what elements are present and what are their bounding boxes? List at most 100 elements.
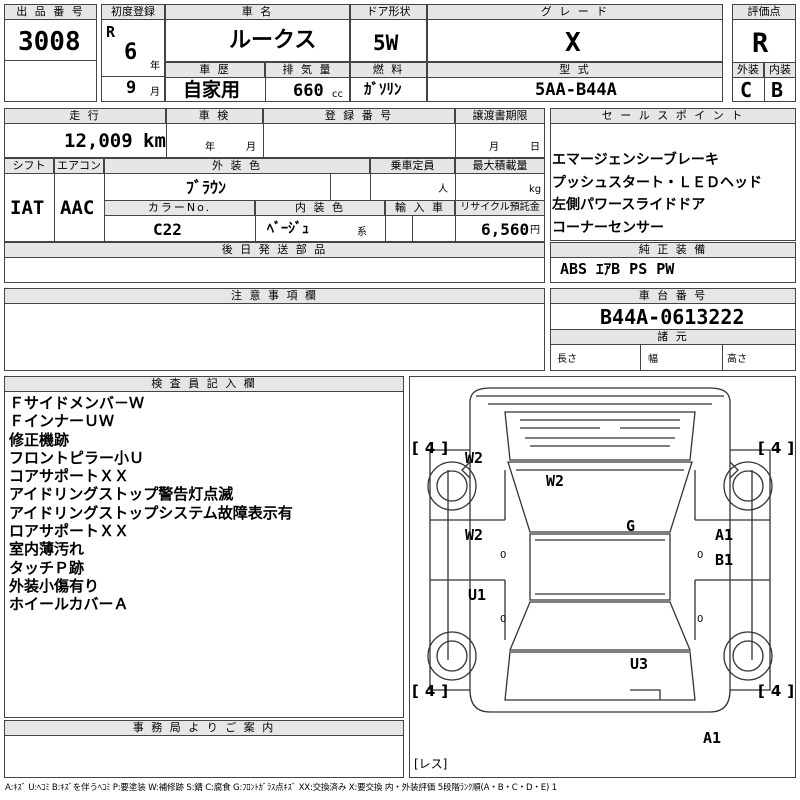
damage-mark: B1 xyxy=(715,551,734,569)
tire-rear-left: [4] xyxy=(412,682,449,700)
car-name: ルークス xyxy=(229,28,317,53)
grade-header: グ レ ー ド xyxy=(427,4,723,20)
inspector-note: ホイールカバーＡ xyxy=(9,595,129,614)
chassis-header: 車 台 番 号 xyxy=(550,288,796,304)
inspection-year-unit: 年 xyxy=(205,142,215,153)
recycle-fee: 6,560 xyxy=(481,220,530,239)
fuel-type: ｶﾞｿﾘﾝ xyxy=(364,80,402,98)
diagram-zero: 0 xyxy=(500,614,507,625)
legend-text: A:ｷｽﾞ U:ﾍｺﾐ B:ｷｽﾞを伴うﾍｺﾐ P:要塗装 W:補修跡 S:錆 … xyxy=(5,783,557,793)
inspector-notes-list: Ｆサイドメンバ－Ｗ ＦインナーＵＷ 修正機跡 フロントピラー小Ｕ コアサポートＸ… xyxy=(9,394,293,614)
damage-mark: A1 xyxy=(703,729,722,747)
notes-header: 注 意 事 項 欄 xyxy=(4,288,545,304)
mileage-value: 12,009 xyxy=(64,130,133,152)
registration-month: 9 xyxy=(126,78,137,98)
inspector-note: アイドリングストップ警告灯点滅 xyxy=(9,485,234,504)
office-notice-header: 事 務 局 よ り ご 案 内 xyxy=(4,720,404,736)
interior-color: ﾍﾞｰｼﾞｭ xyxy=(267,221,309,237)
inspector-note: コアサポートＸＸ xyxy=(9,467,130,486)
load-unit: kg xyxy=(529,184,542,195)
divider xyxy=(255,216,256,242)
inspector-note: 外装小傷有り xyxy=(9,576,100,595)
import-header: 輸 入 車 xyxy=(385,200,455,216)
equipment-header: 純 正 装 備 xyxy=(550,242,796,258)
displacement-unit: cc xyxy=(332,89,343,100)
inspector-notes-header: 検 査 員 記 入 欄 xyxy=(4,376,404,392)
door-type: 5W xyxy=(373,31,399,55)
month-unit: 月 xyxy=(150,87,160,98)
transfer-month-unit: 月 xyxy=(489,142,499,153)
rating-header: 評価点 xyxy=(732,4,796,20)
diagram-zero: 0 xyxy=(697,550,704,561)
divider xyxy=(4,60,97,61)
inspector-note: タッチＰ跡 xyxy=(9,558,85,577)
inspector-note: ロアサポートＸＸ xyxy=(9,522,130,541)
damage-mark: W2 xyxy=(465,526,484,544)
divider xyxy=(722,345,723,371)
diagram-zero: 0 xyxy=(500,550,507,561)
damage-mark: U1 xyxy=(468,586,487,604)
inspector-note: ＦインナーＵＷ xyxy=(9,412,115,431)
max-load-header: 最大積載量 xyxy=(455,158,545,174)
inspector-note: アイドリングストップシステム故障表示有 xyxy=(9,503,293,522)
registration-number-header: 登 録 番 号 xyxy=(263,108,455,124)
ac-type: AAC xyxy=(60,197,95,219)
transfer-day-unit: 日 xyxy=(530,142,540,153)
exterior-header: 外装 xyxy=(732,62,764,78)
recycle-header: リサイクル預託金 xyxy=(455,200,545,216)
interior-color-header: 内 装 色 xyxy=(255,200,385,216)
divider xyxy=(370,174,371,200)
divider xyxy=(412,216,413,242)
shift-type: IAT xyxy=(10,197,45,219)
specs-header: 諸 元 xyxy=(550,329,796,345)
exterior-color: ﾌﾞﾗｳﾝ xyxy=(186,178,227,197)
divider xyxy=(265,78,266,102)
color-header: 外 装 色 xyxy=(104,158,370,174)
shift-header: シフト xyxy=(4,158,54,174)
sales-point-item: 左側パワースライドドア xyxy=(552,197,706,213)
equipment-list: ABS ｴｱB PS PW xyxy=(560,260,675,278)
divider xyxy=(385,216,386,242)
sales-point-item: エマージェンシーブレーキ xyxy=(552,152,719,168)
later-parts-header: 後 日 発 送 部 品 xyxy=(4,242,545,258)
damage-mark: G xyxy=(626,517,636,535)
divider xyxy=(640,345,641,371)
spare-tire: [レス] xyxy=(414,757,448,771)
interior-header: 内装 xyxy=(764,62,796,78)
sales-point-item: プッシュスタート・ＬＥＤヘッド xyxy=(552,175,762,191)
divider xyxy=(330,174,331,200)
damage-mark: U3 xyxy=(630,655,649,673)
inspection-month-unit: 月 xyxy=(246,142,256,153)
color-no-header: カラーNo. xyxy=(104,200,255,216)
first-registration-header: 初度登録 xyxy=(101,4,165,20)
divider xyxy=(166,124,167,158)
overall-rating: R xyxy=(752,28,769,59)
damage-mark: W2 xyxy=(465,449,484,467)
mileage-header: 走 行 xyxy=(4,108,166,124)
divider xyxy=(101,76,165,77)
tire-rear-right: [4] xyxy=(758,682,795,700)
divider xyxy=(54,174,55,242)
tire-front-left: [4] xyxy=(412,439,449,457)
spec-length-label: 長さ xyxy=(557,354,577,365)
spec-width-label: 幅 xyxy=(648,354,658,365)
car-name-header: 車 名 xyxy=(165,4,350,20)
lot-number-header: 出 品 番 号 xyxy=(4,4,97,20)
damage-mark: A1 xyxy=(715,526,734,544)
spec-height-label: 高さ xyxy=(727,354,747,365)
tire-front-right: [4] xyxy=(758,439,795,457)
divider xyxy=(764,78,765,102)
era-label: R xyxy=(106,23,116,41)
history-header: 車 歴 xyxy=(165,62,265,78)
damage-mark: W2 xyxy=(546,472,565,490)
inspector-note: 修正機跡 xyxy=(9,430,70,449)
divider xyxy=(263,124,264,158)
model-code: 5AA-B44A xyxy=(535,80,617,100)
capacity-header: 乗車定員 xyxy=(370,158,455,174)
recycle-unit: 円 xyxy=(530,225,540,236)
mileage-unit: km xyxy=(143,130,166,152)
registration-year: 6 xyxy=(124,40,138,65)
inspection-header: 車 検 xyxy=(166,108,263,124)
model-header: 型 式 xyxy=(427,62,723,78)
